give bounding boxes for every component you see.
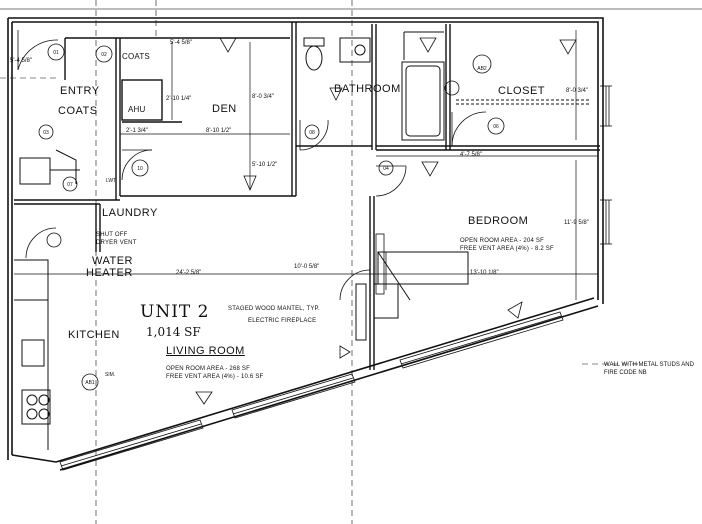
room-label-closet: CLOSET	[498, 85, 546, 97]
lwt-tag: LWT	[105, 178, 117, 184]
room-label-bedroom: BEDROOM	[468, 215, 529, 227]
room-label-bathroom: BATHROOM	[334, 83, 401, 95]
door-tag: 08	[309, 130, 315, 136]
laundry-shut-off: SHUT OFF	[96, 232, 128, 238]
room-label-heater: HEATER	[86, 267, 133, 279]
unit-name: UNIT 2	[140, 302, 210, 322]
electric-fireplace	[355, 251, 469, 341]
bathtub	[401, 31, 445, 141]
fireplace-note: ELECTRIC FIREPLACE	[248, 318, 317, 324]
sim-tag: SIM.	[104, 372, 116, 378]
wall-note-line2: FIRE CODE NB	[604, 370, 647, 376]
kitchen-counter	[14, 149, 80, 450]
bedroom-furniture	[375, 233, 387, 295]
door-tag: 07	[67, 182, 73, 188]
room-label-laundry: LAUNDRY	[102, 207, 158, 219]
wall-note-line1: WALL WITH METAL STUDS AND	[604, 362, 694, 368]
fireplace-mantel-note: STAGED WOOD MANTEL, TYP.	[228, 306, 320, 312]
window-south	[59, 311, 564, 471]
dimension-label: 8'-0 3/4"	[252, 94, 274, 100]
laundry-dryer-vent: DRYER VENT	[96, 240, 137, 246]
dimension-label: 2'-1 3/4"	[126, 128, 148, 134]
dimension-label: 2'-10 1/4"	[166, 96, 192, 102]
grid-lines	[0, 0, 640, 524]
door-tag: 02	[101, 52, 107, 58]
door-tag: 10	[137, 166, 143, 172]
room-label-ahu: AHU	[128, 105, 146, 114]
ab2-tag: AB2	[477, 66, 487, 72]
room-label-living-room: LIVING ROOM	[166, 345, 245, 357]
section-markers	[195, 37, 577, 405]
room-label-entry: ENTRY	[60, 85, 100, 97]
dimension-label: 13'-10 1/8"	[470, 270, 499, 276]
interior-walls	[14, 22, 600, 370]
dimension-label: 8'-10 1/2"	[206, 128, 232, 134]
room-label-water: WATER	[92, 255, 133, 267]
bedroom-open-area: OPEN ROOM AREA - 204 SF	[460, 238, 544, 244]
door-tag-circles	[38, 43, 505, 391]
door-tag: 06	[493, 124, 499, 130]
toilet	[303, 37, 325, 71]
door-tag: 04	[383, 166, 389, 172]
dimension-label: 11'-9 5/8"	[564, 220, 589, 226]
vanity	[339, 37, 371, 63]
unit-area: 1,014 SF	[146, 325, 201, 339]
door-tag: 01	[53, 50, 59, 56]
living-vent-area: FREE VENT AREA (4%) - 10.6 SF	[166, 374, 264, 380]
ab1-tag: AB1	[85, 380, 95, 386]
closet-rod	[456, 99, 590, 105]
room-label-coats-small: COATS	[122, 52, 150, 61]
dimension-label: 4'-7 5/8"	[460, 152, 482, 158]
door-tag: 03	[43, 130, 49, 136]
exterior-wall	[7, 17, 604, 471]
dimension-label: 10'-0 5/8"	[294, 264, 320, 270]
window-east	[600, 85, 612, 245]
dimension-label: 5'-4 5/8"	[170, 40, 192, 46]
dimension-label: 8'-0 3/4"	[566, 88, 588, 94]
dimension-label: 5'-4 5/8"	[10, 58, 32, 64]
dimension-lines	[14, 30, 598, 300]
door-swings	[17, 30, 487, 301]
dimension-label: 24'-2 5/8"	[176, 270, 202, 276]
living-open-area: OPEN ROOM AREA - 268 SF	[166, 366, 250, 372]
room-label-kitchen: KITCHEN	[68, 329, 120, 341]
room-label-den: DEN	[212, 103, 237, 115]
bedroom-vent-area: FREE VENT AREA (4%) - 8.2 SF	[460, 246, 554, 252]
room-label-coats: COATS	[58, 105, 98, 117]
dimension-label: 5'-10 1/2"	[252, 162, 278, 168]
